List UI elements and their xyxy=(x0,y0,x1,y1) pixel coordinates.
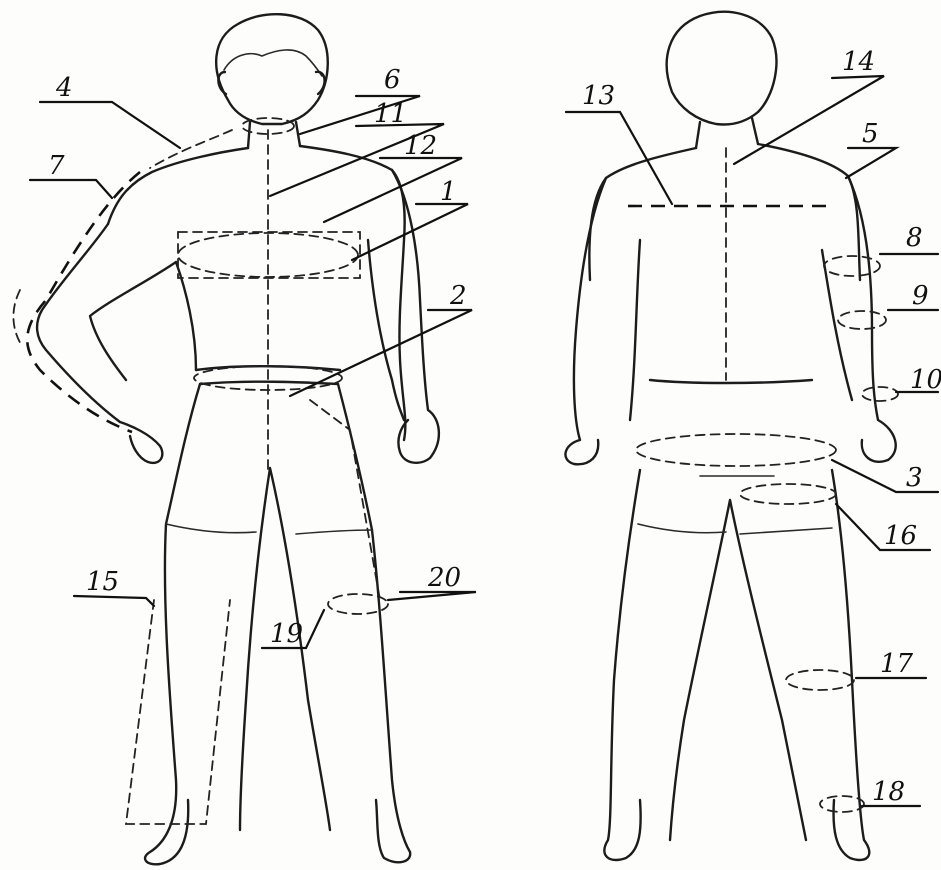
back-figure xyxy=(565,12,898,860)
label-14: 14 xyxy=(842,47,875,77)
label-4: 4 xyxy=(55,73,73,103)
label-8: 8 xyxy=(906,223,923,253)
ankle-girth-guide xyxy=(820,796,864,812)
label-17: 17 xyxy=(880,649,914,679)
back-head xyxy=(667,12,777,125)
label-12: 12 xyxy=(404,131,437,161)
front-neck-left xyxy=(248,122,250,148)
label-5: 5 xyxy=(862,119,879,149)
back-torso xyxy=(589,144,860,383)
label-20: 20 xyxy=(427,563,461,593)
upper-arm-girth-guide xyxy=(824,256,880,276)
front-shorts-hem-right xyxy=(296,530,372,534)
front-head xyxy=(216,14,328,124)
thigh-girth-guide xyxy=(740,484,836,504)
label-10: 10 xyxy=(910,365,941,395)
leader-lines xyxy=(30,76,938,806)
forearm-girth-guide xyxy=(838,311,886,329)
back-left-arm xyxy=(565,178,640,464)
side-length-guide xyxy=(126,600,230,824)
label-7: 7 xyxy=(48,151,65,181)
label-16: 16 xyxy=(884,521,917,551)
label-11: 11 xyxy=(374,99,407,129)
hip-girth-guide xyxy=(636,434,836,466)
leader-4 xyxy=(40,102,180,148)
label-13: 13 xyxy=(582,81,615,111)
label-2: 2 xyxy=(449,281,467,311)
leader-5 xyxy=(846,148,896,178)
label-1: 1 xyxy=(440,177,457,207)
leader-1 xyxy=(352,204,468,260)
label-9: 9 xyxy=(912,281,929,311)
leg-length-guide xyxy=(310,400,380,600)
label-18: 18 xyxy=(872,777,905,807)
front-figure xyxy=(13,14,438,864)
label-15: 15 xyxy=(86,567,119,597)
front-hair xyxy=(224,50,322,76)
calf-girth-guide xyxy=(786,670,854,690)
front-shorts-hem-left xyxy=(166,524,256,533)
front-ear-left xyxy=(218,72,226,94)
elbow-guide xyxy=(13,290,22,346)
label-3: 3 xyxy=(906,463,923,493)
front-torso xyxy=(108,146,405,440)
label-19: 19 xyxy=(270,619,303,649)
wrist-girth-guide xyxy=(862,387,898,401)
leader-20 xyxy=(388,592,476,600)
back-right-arm xyxy=(822,176,896,462)
back-neck xyxy=(696,118,758,148)
leader-2 xyxy=(290,310,472,396)
leader-7 xyxy=(30,180,112,198)
arm-length-guide xyxy=(27,172,140,432)
label-6: 6 xyxy=(384,65,401,95)
leader-15 xyxy=(74,596,154,606)
front-left-arm xyxy=(37,224,176,463)
